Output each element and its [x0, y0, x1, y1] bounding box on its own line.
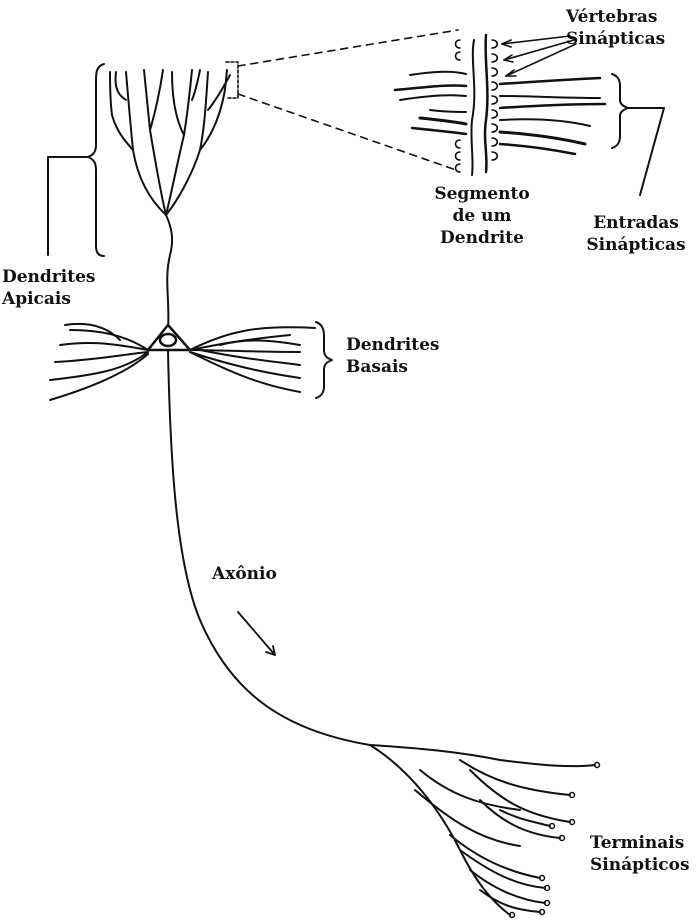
dendrite-segment	[395, 35, 605, 175]
soma	[148, 325, 190, 350]
segmento-dendrite-label: Segmento de um Dendrite	[432, 183, 532, 249]
dendrites-basais-label: Dendrites Basais	[346, 334, 439, 378]
terminais-label-line2: Sinápticos	[590, 854, 690, 876]
segmento-label-line1: Segmento	[432, 183, 532, 205]
terminais-label-line1: Terminais	[590, 832, 690, 854]
dendrites-apicais-label: Dendrites Apicais	[2, 266, 95, 310]
vertebras-label-line2: Sinápticas	[566, 28, 665, 50]
apical-dendrites	[110, 70, 230, 330]
axon-terminals	[510, 763, 600, 918]
entradas-label-line1: Entradas	[578, 212, 694, 234]
segmento-label-line3: Dendrite	[432, 227, 532, 249]
entradas-label-line2: Sinápticas	[578, 234, 694, 256]
axon-direction-arrow	[238, 612, 275, 655]
basal-dendrites	[50, 324, 315, 400]
vertebras-label-line1: Vértebras	[566, 6, 665, 28]
apicais-label-line2: Apicais	[2, 288, 95, 310]
axonio-label: Axônio	[212, 563, 277, 585]
vertebras-pointers	[502, 36, 576, 76]
vertebras-sinapticas-label: Vértebras Sinápticas	[566, 6, 665, 50]
axonio-label-text: Axônio	[212, 563, 277, 585]
axon	[168, 350, 595, 915]
apicais-label-line1: Dendrites	[2, 266, 95, 288]
segmento-label-line2: de um	[432, 205, 532, 227]
basais-label-line2: Basais	[346, 356, 439, 378]
basais-label-line1: Dendrites	[346, 334, 439, 356]
segment-highlight	[226, 30, 458, 170]
terminais-sinapticos-label: Terminais Sinápticos	[590, 832, 690, 876]
entradas-sinapticas-label: Entradas Sinápticas	[578, 212, 694, 256]
